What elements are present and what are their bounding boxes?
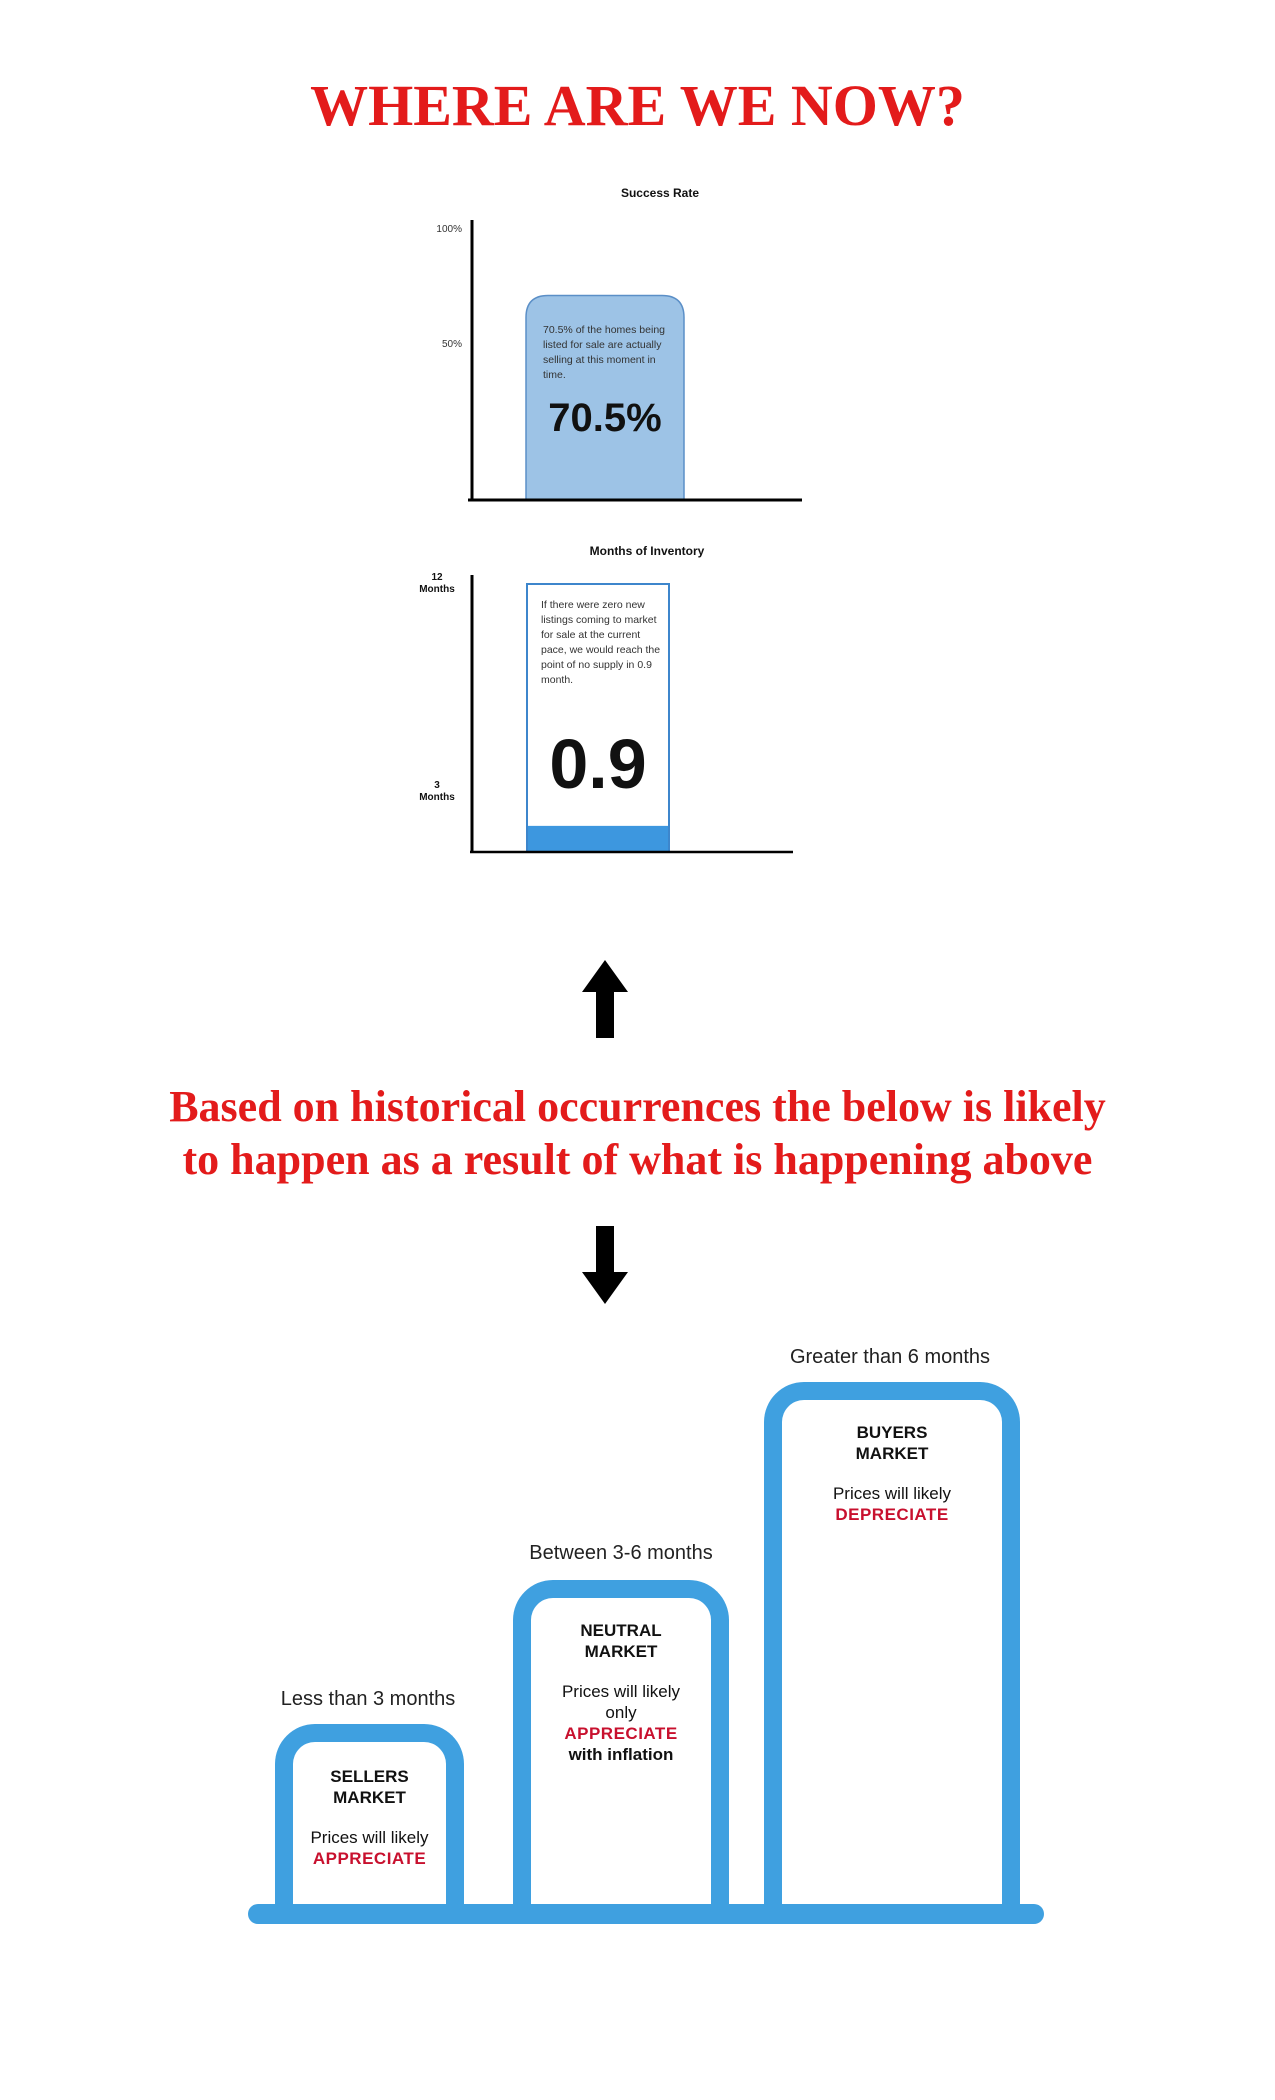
market-name: NEUTRAL (580, 1621, 662, 1640)
tick-num: 12 (431, 572, 443, 583)
chart-title: Success Rate (620, 186, 700, 200)
tick-num: 3 (434, 780, 440, 791)
range-label: Less than 3 months (280, 1688, 456, 1710)
bar-months-inventory (527, 825, 669, 852)
sellers-market-tower: SELLERS MARKET Prices will likely APPREC… (275, 1724, 464, 1914)
market-desc: Prices will likely (561, 1682, 681, 1701)
tick-unit: Months (419, 792, 455, 803)
market-name: MARKET (333, 1788, 406, 1807)
tick-unit: Months (419, 584, 455, 595)
arrow-down-icon (582, 1226, 628, 1304)
neutral-market-tower: NEUTRAL MARKET Prices will likely only A… (513, 1580, 729, 1914)
market-trend: APPRECIATE (312, 1849, 427, 1868)
explanation-text: Based on historical occurrences the belo… (0, 1080, 1275, 1186)
market-trend: APPRECIATE (564, 1724, 678, 1743)
chart-title: Months of Inventory (589, 544, 705, 558)
y-tick-label: 100% (436, 224, 462, 235)
data-label: 0.9 (549, 725, 647, 803)
bar-annotation: If there were zero new listings coming t… (541, 599, 661, 686)
base-bar (248, 1904, 1044, 1924)
market-desc: Prices will likely (310, 1828, 429, 1847)
explanation-line: to happen as a result of what is happeni… (182, 1135, 1093, 1184)
y-tick-label: 50% (441, 339, 462, 350)
bar-annotation: 70.5% of the homes being listed for sale… (543, 324, 666, 381)
arrow-up-icon (582, 960, 628, 1038)
market-name: MARKET (855, 1444, 929, 1463)
market-name: SELLERS (330, 1767, 409, 1786)
market-trend: DEPRECIATE (835, 1505, 949, 1524)
range-label: Greater than 6 months (789, 1346, 991, 1368)
market-name: BUYERS (856, 1423, 928, 1442)
market-name: MARKET (584, 1642, 658, 1661)
success-rate-plot (468, 220, 802, 854)
bar-success-rate (525, 294, 685, 501)
data-label: 70.5% (548, 396, 662, 440)
market-desc: only (605, 1703, 637, 1722)
range-label: Between 3-6 months (529, 1542, 713, 1564)
explanation-line: Based on historical occurrences the belo… (169, 1082, 1106, 1131)
market-desc: with inflation (568, 1745, 674, 1764)
page-title: WHERE ARE WE NOW? (310, 73, 965, 138)
buyers-market-tower: BUYERS MARKET Prices will likely DEPRECI… (764, 1382, 1020, 1914)
market-desc: Prices will likely (832, 1484, 952, 1503)
